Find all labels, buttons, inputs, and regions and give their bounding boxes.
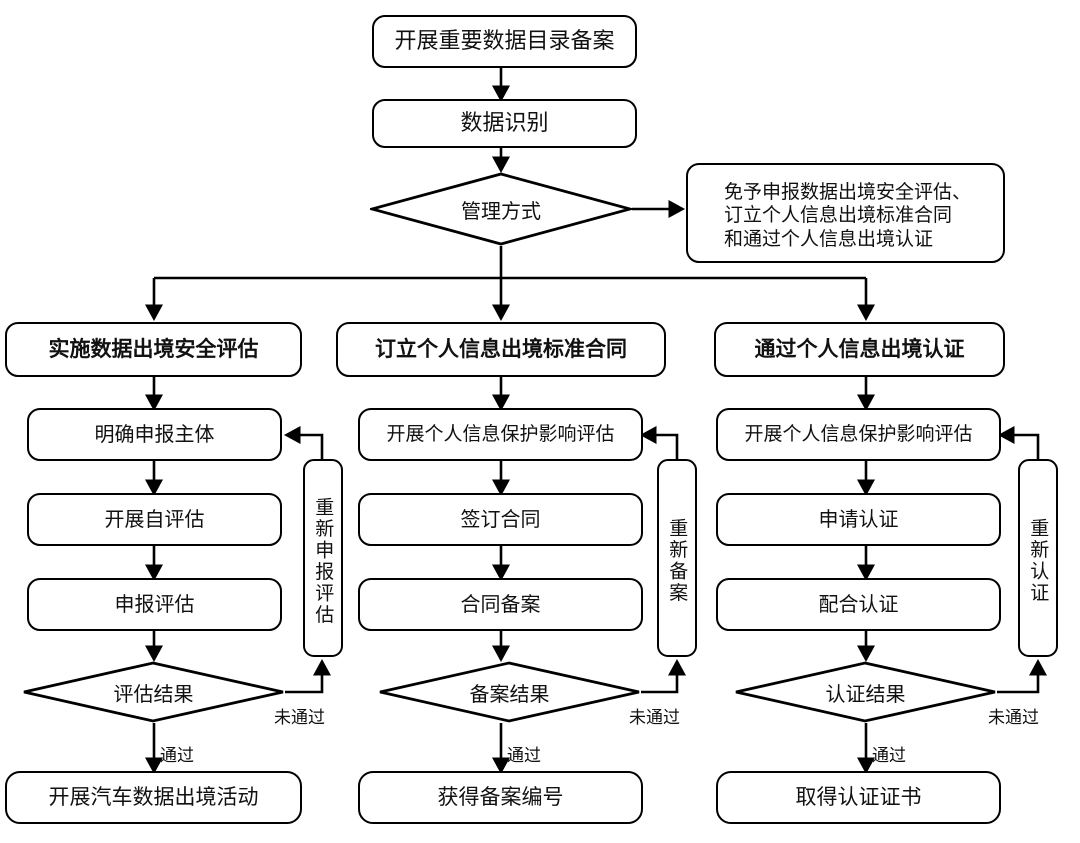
decision-management-mode-label: 管理方式 [461, 198, 541, 223]
result-assessment-label: 开展汽车数据出境活动 [48, 785, 259, 810]
branch-header-contract-label: 订立个人信息出境标准合同 [375, 337, 627, 362]
step-contract-2-label: 签订合同 [460, 506, 541, 531]
edge-label-certification-pass: 通过 [872, 746, 906, 766]
step-contract-1-label: 开展个人信息保护影响评估 [386, 423, 615, 446]
edge-label-contract-fail: 未通过 [629, 708, 680, 728]
step-assessment-3[interactable]: 申报评估 [27, 578, 282, 631]
loop-contract-retry-label: 重新备案 [666, 518, 689, 604]
step-assessment-1[interactable]: 明确申报主体 [27, 408, 282, 461]
step-assessment-1-label: 明确申报主体 [94, 421, 215, 446]
step-assessment-2-label: 开展自评估 [104, 506, 205, 531]
step-assessment-3-label: 申报评估 [114, 591, 195, 616]
edge-label-certification-fail: 未通过 [988, 708, 1039, 728]
step-contract-3-label: 合同备案 [460, 591, 541, 616]
step-certification-1-label: 开展个人信息保护影响评估 [744, 423, 973, 446]
loop-assessment-retry[interactable]: 重新申报评估 [303, 459, 343, 657]
decision-assessment-result-label: 评估结果 [113, 681, 194, 706]
step-certification-2[interactable]: 申请认证 [716, 493, 1001, 546]
step-certification-1[interactable]: 开展个人信息保护影响评估 [716, 408, 1001, 461]
edge-label-assessment-pass: 通过 [160, 746, 194, 766]
decision-management-mode[interactable]: 管理方式 [370, 172, 632, 246]
node-data-identification-label: 数据识别 [460, 110, 549, 136]
branch-header-assessment[interactable]: 实施数据出境安全评估 [5, 322, 302, 377]
step-assessment-2[interactable]: 开展自评估 [27, 493, 282, 546]
node-exemption[interactable]: 免予申报数据出境安全评估、 订立个人信息出境标准合同 和通过个人信息出境认证 [686, 163, 1005, 263]
edge-label-assessment-fail: 未通过 [274, 708, 325, 728]
decision-contract-result-shape [379, 661, 640, 723]
decision-management-mode-shape [370, 172, 632, 246]
node-exemption-text: 免予申报数据出境安全评估、 订立个人信息出境标准合同 和通过个人信息出境认证 [710, 175, 981, 251]
result-contract[interactable]: 获得备案编号 [358, 771, 643, 824]
branch-header-certification-label: 通过个人信息出境认证 [754, 337, 965, 362]
decision-contract-result-label: 备案结果 [469, 681, 550, 706]
decision-certification-result[interactable]: 认证结果 [734, 661, 997, 723]
loop-certification-retry-label: 重新认证 [1027, 518, 1050, 604]
step-certification-3[interactable]: 配合认证 [716, 578, 1001, 631]
node-exemption-line3: 和通过个人信息出境认证 [723, 227, 933, 250]
step-contract-2[interactable]: 签订合同 [358, 493, 643, 546]
decision-assessment-result-shape [23, 661, 284, 723]
node-data-identification[interactable]: 数据识别 [372, 99, 637, 148]
result-certification-label: 取得认证证书 [795, 785, 922, 810]
decision-certification-result-label: 认证结果 [825, 681, 906, 706]
decision-assessment-result[interactable]: 评估结果 [22, 661, 285, 723]
result-assessment[interactable]: 开展汽车数据出境活动 [5, 771, 302, 824]
step-contract-3[interactable]: 合同备案 [358, 578, 643, 631]
node-exemption-line2: 订立个人信息出境标准合同 [723, 204, 952, 227]
result-contract-label: 获得备案编号 [437, 785, 564, 810]
branch-header-assessment-label: 实施数据出境安全评估 [48, 337, 259, 362]
node-exemption-line1: 免予申报数据出境安全评估、 [723, 181, 971, 204]
loop-assessment-retry-label: 重新申报评估 [312, 496, 335, 626]
branch-header-contract[interactable]: 订立个人信息出境标准合同 [336, 322, 666, 377]
branch-header-certification[interactable]: 通过个人信息出境认证 [714, 322, 1005, 377]
edge-label-contract-pass: 通过 [507, 746, 541, 766]
step-certification-3-label: 配合认证 [818, 591, 899, 616]
loop-contract-retry[interactable]: 重新备案 [657, 459, 697, 657]
node-start[interactable]: 开展重要数据目录备案 [372, 15, 637, 68]
result-certification[interactable]: 取得认证证书 [716, 771, 1001, 824]
loop-certification-retry[interactable]: 重新认证 [1018, 459, 1058, 657]
decision-contract-result[interactable]: 备案结果 [378, 661, 641, 723]
step-contract-1[interactable]: 开展个人信息保护影响评估 [358, 408, 643, 461]
step-certification-2-label: 申请认证 [818, 506, 899, 531]
decision-certification-result-shape [735, 661, 996, 723]
node-start-label: 开展重要数据目录备案 [394, 28, 615, 54]
